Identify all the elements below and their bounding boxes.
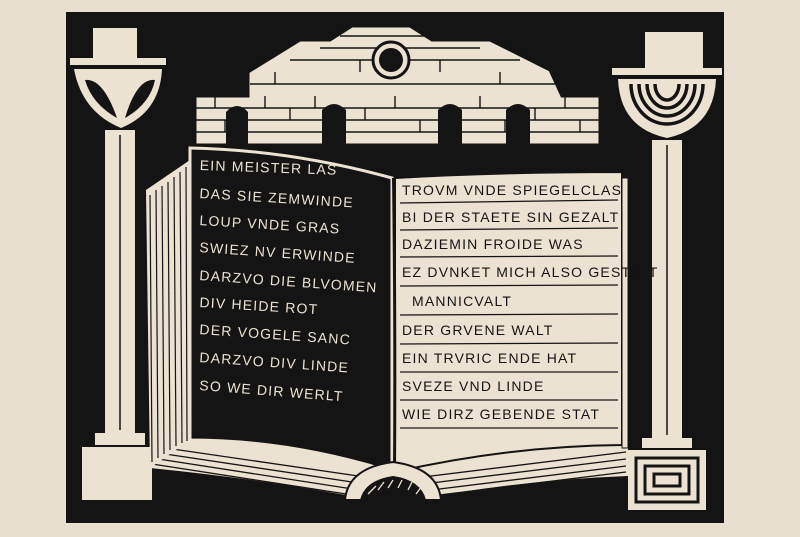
open-book <box>146 146 629 501</box>
leaf-ornament <box>85 79 117 118</box>
arched-window <box>506 104 530 145</box>
arched-window <box>322 104 346 145</box>
left-column <box>70 28 166 500</box>
column-base <box>628 450 706 510</box>
poem-line-right: EIN TRVRIC ENDE HAT <box>402 350 578 366</box>
arched-window <box>438 104 462 145</box>
poem-line-right: EZ DVNKET MICH ALSO GESTALT <box>402 264 659 280</box>
square-spiral-ornament <box>634 456 700 504</box>
poem-line-right: WIE DIRZ GEBENDE STAT <box>402 406 601 422</box>
poem-line-right: DAZIEMIN FROIDE WAS <box>402 236 584 252</box>
poem-line-right: BI DER STAETE SIN GEZALT <box>402 209 620 225</box>
poem-line-right: MANNICVALT <box>412 293 513 309</box>
right-column <box>612 32 722 510</box>
arched-window <box>226 106 248 145</box>
leaf-ornament <box>125 79 155 118</box>
ruined-building <box>193 24 602 147</box>
brick-lines <box>196 35 599 133</box>
poem-line-right: SVEZE VND LINDE <box>402 378 545 394</box>
poem-line-right: TROVM VNDE SPIEGELCLAS <box>402 182 623 198</box>
column-base <box>82 447 152 500</box>
arc-ornament <box>629 83 705 126</box>
poem-line-right: DER GRVENE WALT <box>402 322 554 338</box>
